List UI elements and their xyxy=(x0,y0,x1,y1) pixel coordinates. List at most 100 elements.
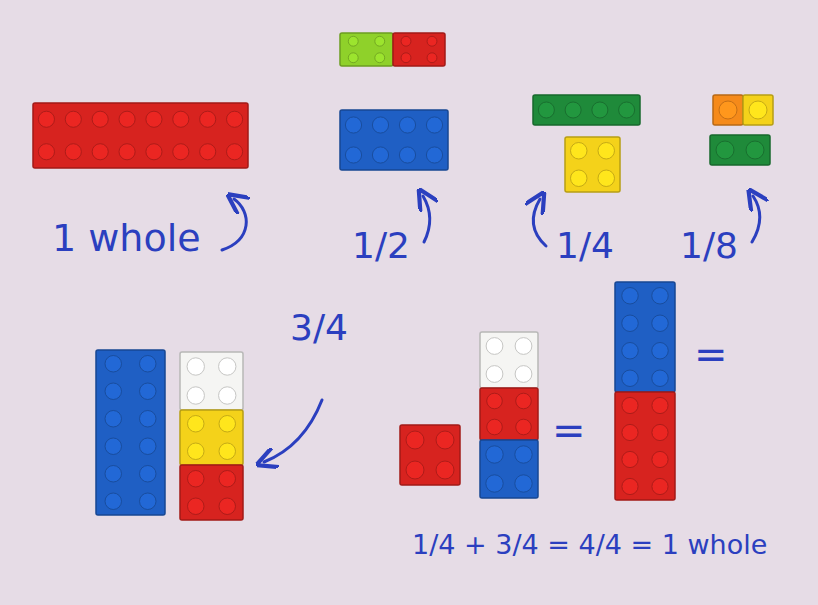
lego-brick xyxy=(340,33,393,66)
brick-stud xyxy=(622,451,638,467)
brick-stud xyxy=(140,383,157,400)
brick-stud xyxy=(375,53,385,63)
brick-stud xyxy=(188,443,205,460)
pointer-arrow xyxy=(222,199,246,250)
lego-brick xyxy=(180,352,243,410)
brick-stud xyxy=(140,493,157,510)
brick-stud xyxy=(515,446,532,463)
fraction-label: 1/4 xyxy=(556,226,614,266)
brick-stud xyxy=(426,117,442,133)
brick-stud xyxy=(487,419,503,435)
lego-brick xyxy=(400,425,460,485)
brick-stud xyxy=(486,338,503,355)
brick-stud xyxy=(598,170,615,187)
brick-stud xyxy=(622,343,639,360)
lego-brick xyxy=(340,110,448,170)
brick-stud xyxy=(375,36,385,46)
lego-brick xyxy=(180,465,243,520)
brick-stud xyxy=(187,358,204,375)
brick-stud xyxy=(345,147,361,163)
lego-brick xyxy=(565,137,620,192)
lego-brick xyxy=(533,95,640,125)
brick-stud xyxy=(105,411,122,428)
brick-body xyxy=(615,282,675,392)
brick-stud xyxy=(219,443,236,460)
brick-stud xyxy=(622,478,638,494)
brick-stud xyxy=(652,478,668,494)
brick-stud xyxy=(348,53,358,63)
pointer-arrow xyxy=(423,196,430,242)
brick-stud xyxy=(652,343,669,360)
lego-brick xyxy=(743,95,773,125)
lego-brick xyxy=(480,332,538,388)
brick-stud xyxy=(652,288,669,305)
brick-stud xyxy=(406,461,424,479)
brick-stud xyxy=(486,475,503,492)
brick-stud xyxy=(187,387,204,404)
brick-stud xyxy=(571,143,588,160)
brick-body xyxy=(743,95,773,125)
brick-stud xyxy=(188,471,205,488)
equation-label: 1/4 + 3/4 = 4/4 = 1 whole xyxy=(412,530,767,560)
brick-body xyxy=(713,95,743,125)
equals-sign: = xyxy=(694,332,728,376)
brick-stud xyxy=(38,144,54,160)
lego-brick xyxy=(713,95,743,125)
fraction-label: 1/8 xyxy=(680,226,738,266)
lego-brick xyxy=(480,440,538,498)
brick-stud xyxy=(516,419,532,435)
brick-stud xyxy=(401,36,411,46)
brick-body xyxy=(180,352,243,410)
brick-body xyxy=(565,137,620,192)
brick-stud xyxy=(652,315,669,332)
lego-brick xyxy=(180,410,243,465)
brick-stud xyxy=(219,387,236,404)
fraction-label: 1/2 xyxy=(352,226,410,266)
brick-stud xyxy=(146,144,162,160)
brick-stud xyxy=(188,416,205,433)
brick-stud xyxy=(119,144,135,160)
brick-stud xyxy=(105,438,122,455)
brick-stud xyxy=(401,53,411,63)
lego-brick xyxy=(96,350,165,515)
brick-stud xyxy=(140,466,157,483)
brick-stud xyxy=(219,471,236,488)
brick-stud xyxy=(598,143,615,160)
brick-body xyxy=(393,33,445,66)
brick-stud xyxy=(227,144,243,160)
lego-brick xyxy=(710,135,770,165)
brick-stud xyxy=(538,102,554,118)
brick-stud xyxy=(119,111,135,127)
fraction-label: 3/4 xyxy=(290,308,348,348)
brick-stud xyxy=(65,144,81,160)
brick-stud xyxy=(105,383,122,400)
brick-stud xyxy=(622,288,639,305)
brick-stud xyxy=(515,338,532,355)
brick-stud xyxy=(652,451,668,467)
brick-stud xyxy=(652,370,669,387)
equals-sign: = xyxy=(552,408,586,452)
pointer-arrow xyxy=(533,199,546,246)
brick-stud xyxy=(406,431,424,449)
brick-stud xyxy=(399,147,415,163)
brick-body xyxy=(710,135,770,165)
brick-stud xyxy=(516,393,532,409)
brick-body xyxy=(180,465,243,520)
brick-stud xyxy=(486,366,503,383)
brick-stud xyxy=(372,147,388,163)
brick-stud xyxy=(227,111,243,127)
brick-stud xyxy=(427,36,437,46)
brick-stud xyxy=(173,144,189,160)
brick-stud xyxy=(487,393,503,409)
brick-stud xyxy=(200,144,216,160)
brick-stud xyxy=(571,170,588,187)
brick-stud xyxy=(219,416,236,433)
brick-stud xyxy=(399,117,415,133)
brick-body xyxy=(180,410,243,465)
brick-stud xyxy=(652,424,668,440)
brick-body xyxy=(480,440,538,498)
brick-stud xyxy=(188,498,205,515)
brick-stud xyxy=(219,498,236,515)
brick-stud xyxy=(622,397,638,413)
